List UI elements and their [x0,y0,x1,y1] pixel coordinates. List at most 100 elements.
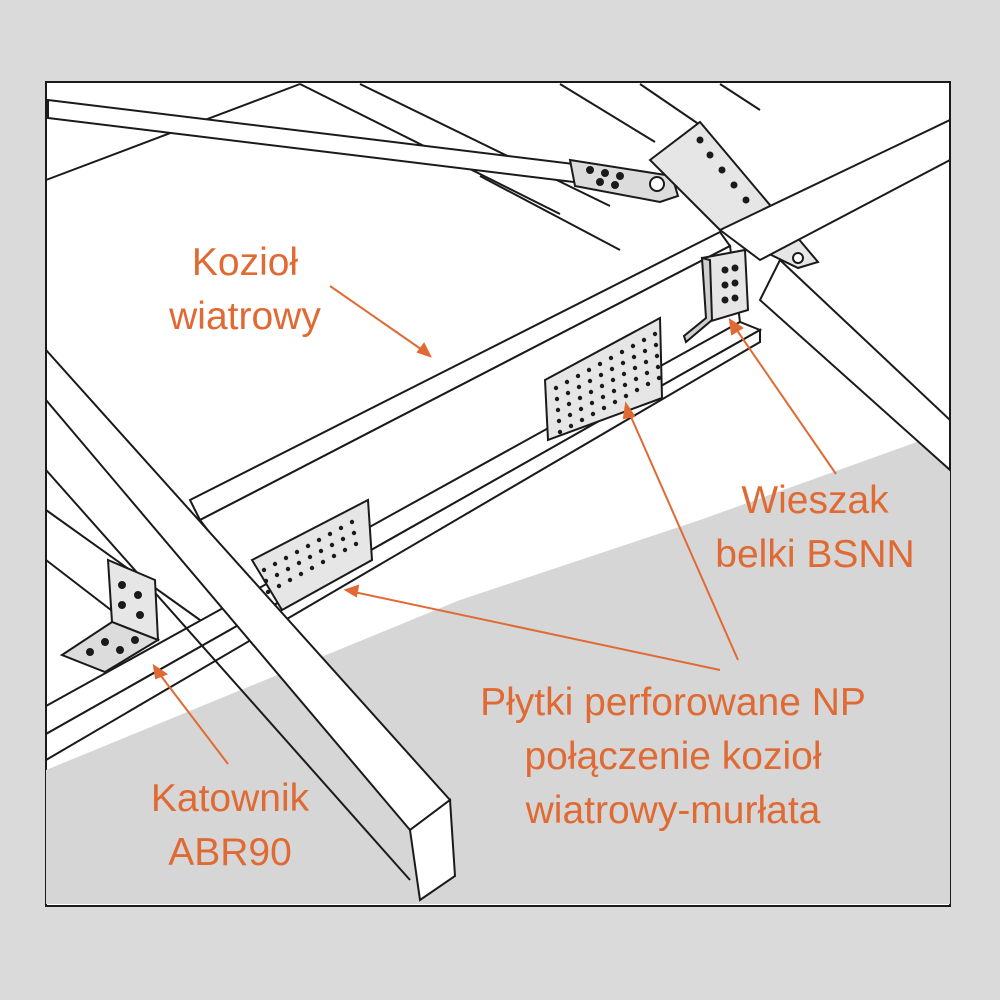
label-wind-brace: Kozioł wiatrowy [145,236,345,344]
perforation-hole [609,366,615,372]
perforation-hole [556,418,562,424]
perforation-hole [598,372,604,378]
front-rafter [45,347,457,902]
perforation-hole [599,383,605,389]
label-angle-bracket-line1: Katownik [150,777,310,820]
right-diagonal-beam [758,258,951,473]
perforation-hole [566,401,572,407]
perforation-hole [608,355,614,361]
strut-connector [568,158,680,204]
arrowhead-plytki-upper [622,401,636,420]
perforation-hole [263,578,269,584]
perforation-hole [611,388,617,394]
perforation-hole [553,385,559,391]
perforation-hole [619,349,625,355]
perforation-hole [327,531,333,537]
arrow-koziol [329,285,429,355]
perforation-hole [652,331,658,337]
perforation-hole [643,359,649,365]
perforated-plate-upper [543,316,664,442]
label-beam-hanger-line2: belki BSNN [715,533,915,576]
perforation-hole [579,417,585,423]
perforation-hole [305,543,311,549]
perforated-plate-lower-holes [261,519,359,595]
perforation-hole [589,400,595,406]
arrowhead-wieszak [728,317,744,336]
label-perforated-plates-line3: wiatrowy-murłata [525,789,821,832]
perforation-hole [331,553,337,559]
perforation-hole [568,423,574,429]
perforation-hole [274,572,280,578]
perforation-hole [587,378,593,384]
perforation-hole [272,561,278,567]
perforation-hole [283,555,289,561]
perforation-hole [642,348,648,354]
perforation-hole [601,405,607,411]
perforation-hole [349,519,355,525]
perforation-hole [644,370,650,376]
perforation-hole [612,399,618,405]
perforation-hole [316,537,322,543]
perforation-hole [653,342,659,348]
perforation-hole [630,343,636,349]
perforation-hole [575,373,581,379]
perforation-hole [610,377,616,383]
label-wind-brace-line2: wiatrowy [169,295,321,338]
label-beam-hanger: Wieszak belki BSNN [700,474,930,582]
floor-surface [46,430,950,904]
perforation-hole [329,542,335,548]
perforation-hole [634,387,640,393]
arrow-wieszak [733,325,837,475]
perforation-hole [641,337,647,343]
angle-bracket-abr90 [59,558,161,674]
perforation-hole [565,390,571,396]
perforation-hole [307,554,313,560]
perforation-hole [621,371,627,377]
perforation-hole [285,566,291,572]
leader-arrows [152,285,837,765]
perforation-hole [590,411,596,417]
perforation-hole [586,367,592,373]
perforation-hole [655,364,661,370]
perforation-hole [564,379,570,385]
perforation-hole [645,381,651,387]
arrow-plytki-upper [627,409,739,661]
perforation-hole [578,406,584,412]
label-angle-bracket-line2: ABR90 [168,831,292,874]
perforation-hole [351,530,357,536]
label-perforated-plates-line2: połączenie kozioł [524,735,822,778]
perforation-hole [298,571,304,577]
arrow-plytki-lower [353,591,721,671]
label-perforated-plates: Płytki perforowane NP połączenie kozioł … [448,676,898,838]
perforation-hole [340,536,346,542]
perforation-hole [320,559,326,565]
right-rafter [718,118,951,262]
perforation-hole [622,382,628,388]
perforation-hole [654,353,660,359]
perforation-hole [588,389,594,395]
perforation-hole [287,577,293,583]
perforation-hole [620,360,626,366]
perforation-hole [554,396,560,402]
perforation-hole [294,549,300,555]
label-beam-hanger-line1: Wieszak [741,479,889,522]
perforation-hole [633,376,639,382]
perforation-hole [338,525,344,531]
perforation-hole [577,395,583,401]
perforation-hole [600,394,606,400]
arrow-katownik [157,671,229,765]
perforation-hole [632,365,638,371]
arrowhead-katownik [152,663,169,680]
arrowhead-plytki-lower [343,584,360,598]
perforation-hole [296,560,302,566]
label-perforated-plates-line1: Płytki perforowane NP [480,681,866,724]
perforation-hole [597,361,603,367]
perforation-hole [342,547,348,553]
perforation-hole [631,354,637,360]
perforation-hole [261,567,267,573]
arrowhead-koziol [416,342,432,358]
perforation-hole [656,375,662,381]
perforation-hole [309,565,315,571]
perforation-hole [555,407,561,413]
